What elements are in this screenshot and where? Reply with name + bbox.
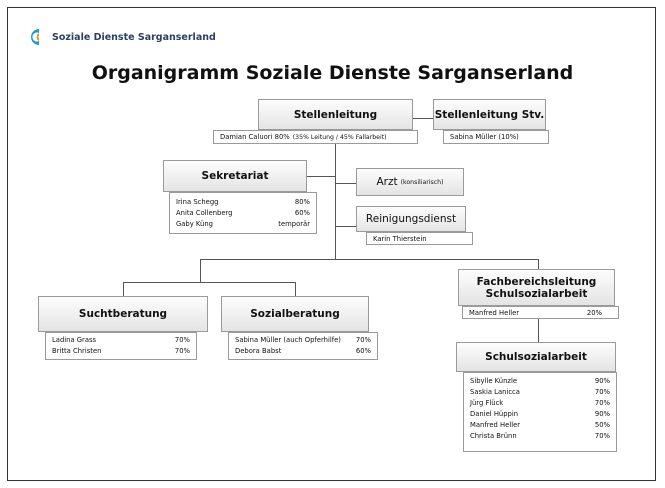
connector-line [307,176,335,177]
sozialberatung-box: Sozialberatung [221,296,369,332]
sekretariat-box: Sekretariat [163,160,307,192]
stellenleitung-card: Damian Caluori 80% (35% Leitung / 45% Fa… [213,130,418,144]
list-item: Sabina Müller (auch Opferhilfe)70% [235,336,371,344]
logo: Soziale Dienste Sarganserland [27,27,216,47]
connector-line [123,282,296,283]
connector-line [336,226,356,227]
schulsozialarbeit-label: Schulsozialarbeit [485,351,587,363]
arzt-note: (konsiliarisch) [400,178,444,186]
connector-line [200,259,538,260]
arzt-box: Arzt (konsiliarisch) [356,168,464,196]
connector-line [123,282,124,296]
sozialberatung-label: Sozialberatung [250,308,340,320]
connector-line [538,318,539,342]
stellvertretung-label: Stellenleitung Stv. [434,108,545,121]
stellvertretung-person: Sabina Müller (10%) [450,133,519,141]
stellenleitung-box: Stellenleitung [258,99,413,130]
fachbereich-label-line2: Schulsozialarbeit [485,287,588,300]
logo-text: Soziale Dienste Sarganserland [52,31,216,43]
stellvertretung-card: Sabina Müller (10%) [443,130,549,144]
reinigung-card: Karin Thierstein [366,232,473,245]
connector-line [200,259,201,282]
suchtberatung-box: Suchtberatung [38,296,208,332]
stellvertretung-box: Stellenleitung Stv. [433,99,546,130]
stellenleitung-note: (35% Leitung / 45% Fallarbeit) [292,133,387,141]
fachbereich-box: Fachbereichsleitung Schulsozialarbeit [458,269,615,306]
page-title: Organigramm Soziale Dienste Sarganserlan… [91,62,574,84]
connector-line [336,183,356,184]
logo-icon [31,29,39,45]
sekretariat-label: Sekretariat [201,170,269,182]
stellenleitung-person: Damian Caluori 80% [220,133,290,141]
connector-line [295,282,296,296]
schulsozialarbeit-box: Schulsozialarbeit [456,342,616,372]
sozialberatung-card: Sabina Müller (auch Opferhilfe)70% Debor… [228,332,378,360]
reinigung-box: Reinigungsdienst [356,206,466,232]
arzt-label: Arzt [376,176,398,188]
connector-line [335,144,336,259]
reinigung-label: Reinigungsdienst [365,213,457,225]
connector-line [538,259,539,269]
stellenleitung-label: Stellenleitung [293,108,378,121]
reinigung-person: Karin Thierstein [373,234,427,243]
suchtberatung-label: Suchtberatung [78,308,168,320]
connector-line [413,118,433,119]
fachbereich-label-line1: Fachbereichsleitung [476,275,597,288]
